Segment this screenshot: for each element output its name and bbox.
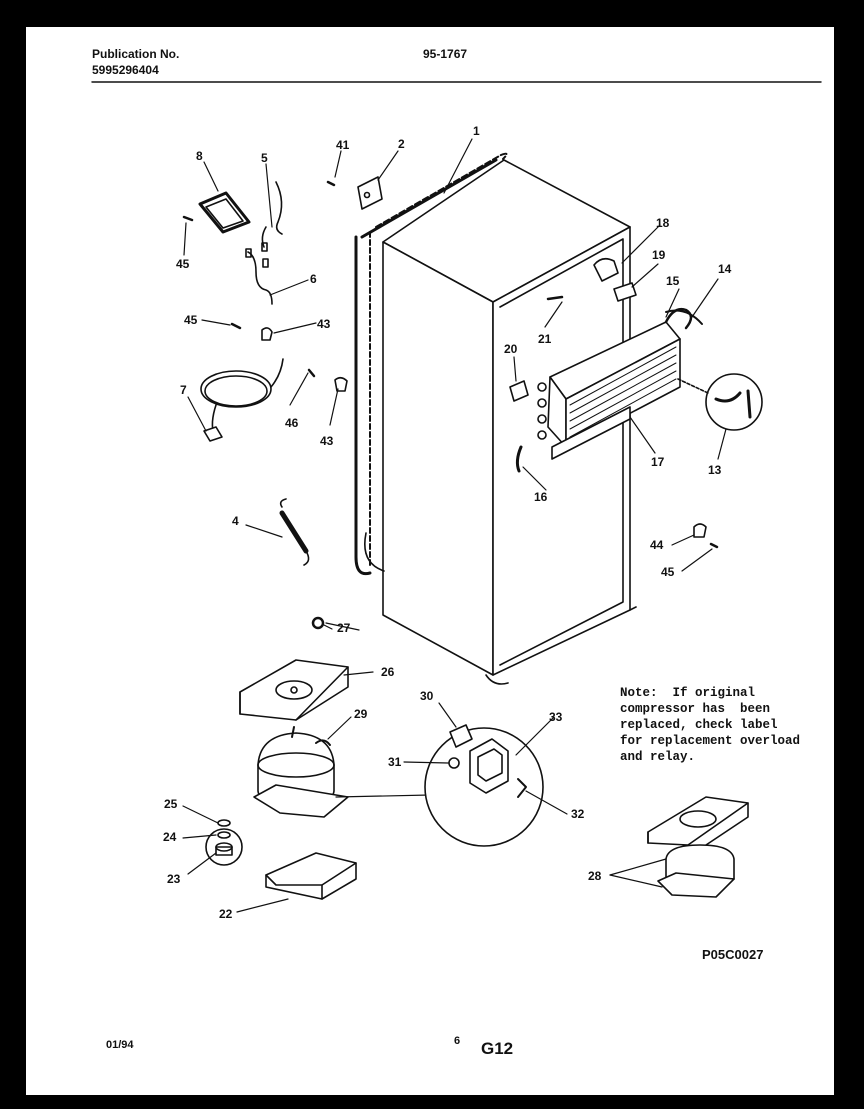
callout-21: 21 <box>538 332 552 346</box>
callout-26: 26 <box>381 665 395 679</box>
compressor-note: Note: If original compressor has been re… <box>620 685 800 765</box>
callout-23: 23 <box>167 872 181 886</box>
screw-part-45b <box>230 322 242 330</box>
footer-page: 6 <box>454 1035 461 1047</box>
grommet-stack-parts-23-25 <box>205 819 243 866</box>
callout-31: 31 <box>388 755 402 769</box>
footer-date: 01/94 <box>106 1039 134 1051</box>
model-number: 95-1767 <box>423 47 468 61</box>
callout-27: 27 <box>337 621 351 635</box>
callout-25: 25 <box>164 797 178 811</box>
detail-circle-part-13 <box>677 373 763 431</box>
callout-43-a: 43 <box>317 317 331 331</box>
figure-code: P05C0027 <box>702 947 764 962</box>
callout-20: 20 <box>504 342 518 356</box>
footer-section: G12 <box>481 1039 514 1058</box>
exploded-parts-diagram <box>91 81 822 913</box>
callout-30: 30 <box>420 689 434 703</box>
callout-24: 24 <box>163 830 177 844</box>
clip-part-44 <box>693 523 707 538</box>
screw-part-46 <box>307 368 316 378</box>
callout-44: 44 <box>650 538 664 552</box>
note-line-2: compressor has been <box>620 702 771 716</box>
callout-4: 4 <box>232 514 239 528</box>
callout-28: 28 <box>588 869 602 883</box>
component-part-19 <box>613 282 637 302</box>
screw-part-45a <box>182 215 194 222</box>
callout-43-b: 43 <box>320 434 334 448</box>
bracket-frame-part-8 <box>198 191 251 234</box>
screw-part-41 <box>326 180 336 187</box>
grommet-part-27 <box>311 616 325 630</box>
parts-sheet: Publication No. 5995296404 95-1767 <box>26 27 834 1095</box>
screw-part-21 <box>546 295 564 301</box>
compressor-part-29 <box>253 726 349 818</box>
callout-41: 41 <box>336 138 350 152</box>
wiring-part-5 <box>261 181 283 252</box>
bracket-part-2 <box>357 176 383 210</box>
compressor-base-part-22 <box>265 852 357 900</box>
compressor-with-pan-part-28 <box>647 796 749 898</box>
callout-45-top: 45 <box>176 257 190 271</box>
callout-6: 6 <box>310 272 317 286</box>
screw-part-45c <box>709 542 719 549</box>
callout-5: 5 <box>261 151 268 165</box>
callout-22: 22 <box>219 907 233 921</box>
callout-13: 13 <box>708 463 722 477</box>
thermostat-part-20 <box>509 380 529 402</box>
callout-2: 2 <box>398 137 405 151</box>
clip-part-43b <box>334 376 348 392</box>
component-part-18 <box>593 257 619 282</box>
callout-1: 1 <box>473 124 480 138</box>
note-line-1: Note: If original <box>620 686 756 700</box>
callout-33: 33 <box>549 710 563 724</box>
drain-pan-part-26 <box>239 659 349 721</box>
relay-detail-circle <box>424 724 544 847</box>
callout-leaders <box>182 138 727 913</box>
callout-45-right: 45 <box>661 565 675 579</box>
wiring-part-6 <box>245 248 273 305</box>
callout-15: 15 <box>666 274 680 288</box>
callout-29: 29 <box>354 707 368 721</box>
callout-18: 18 <box>656 216 670 230</box>
note-line-4: for replacement overload <box>620 734 801 748</box>
callout-45-mid: 45 <box>184 313 198 327</box>
callout-14: 14 <box>718 262 732 276</box>
callout-8: 8 <box>196 149 203 163</box>
note-line-3: replaced, check label <box>620 718 778 732</box>
publication-label: Publication No. <box>92 47 180 61</box>
tube-part-16 <box>515 445 523 473</box>
callout-16: 16 <box>534 490 548 504</box>
callout-46: 46 <box>285 416 299 430</box>
clip-part-43a <box>261 327 273 341</box>
leader-compressor-detail <box>335 794 431 798</box>
callout-17: 17 <box>651 455 665 469</box>
drain-trough-part-17 <box>551 406 631 460</box>
evaporator-part-15 <box>537 308 693 448</box>
callout-32: 32 <box>571 807 585 821</box>
callout-19: 19 <box>652 248 666 262</box>
callout-7: 7 <box>180 383 187 397</box>
power-cord-part-7 <box>200 358 284 442</box>
condenser-coil-part-1 <box>354 152 508 576</box>
note-line-5: and relay. <box>620 750 696 764</box>
drier-part-4 <box>279 498 310 566</box>
publication-number: 5995296404 <box>92 63 159 77</box>
